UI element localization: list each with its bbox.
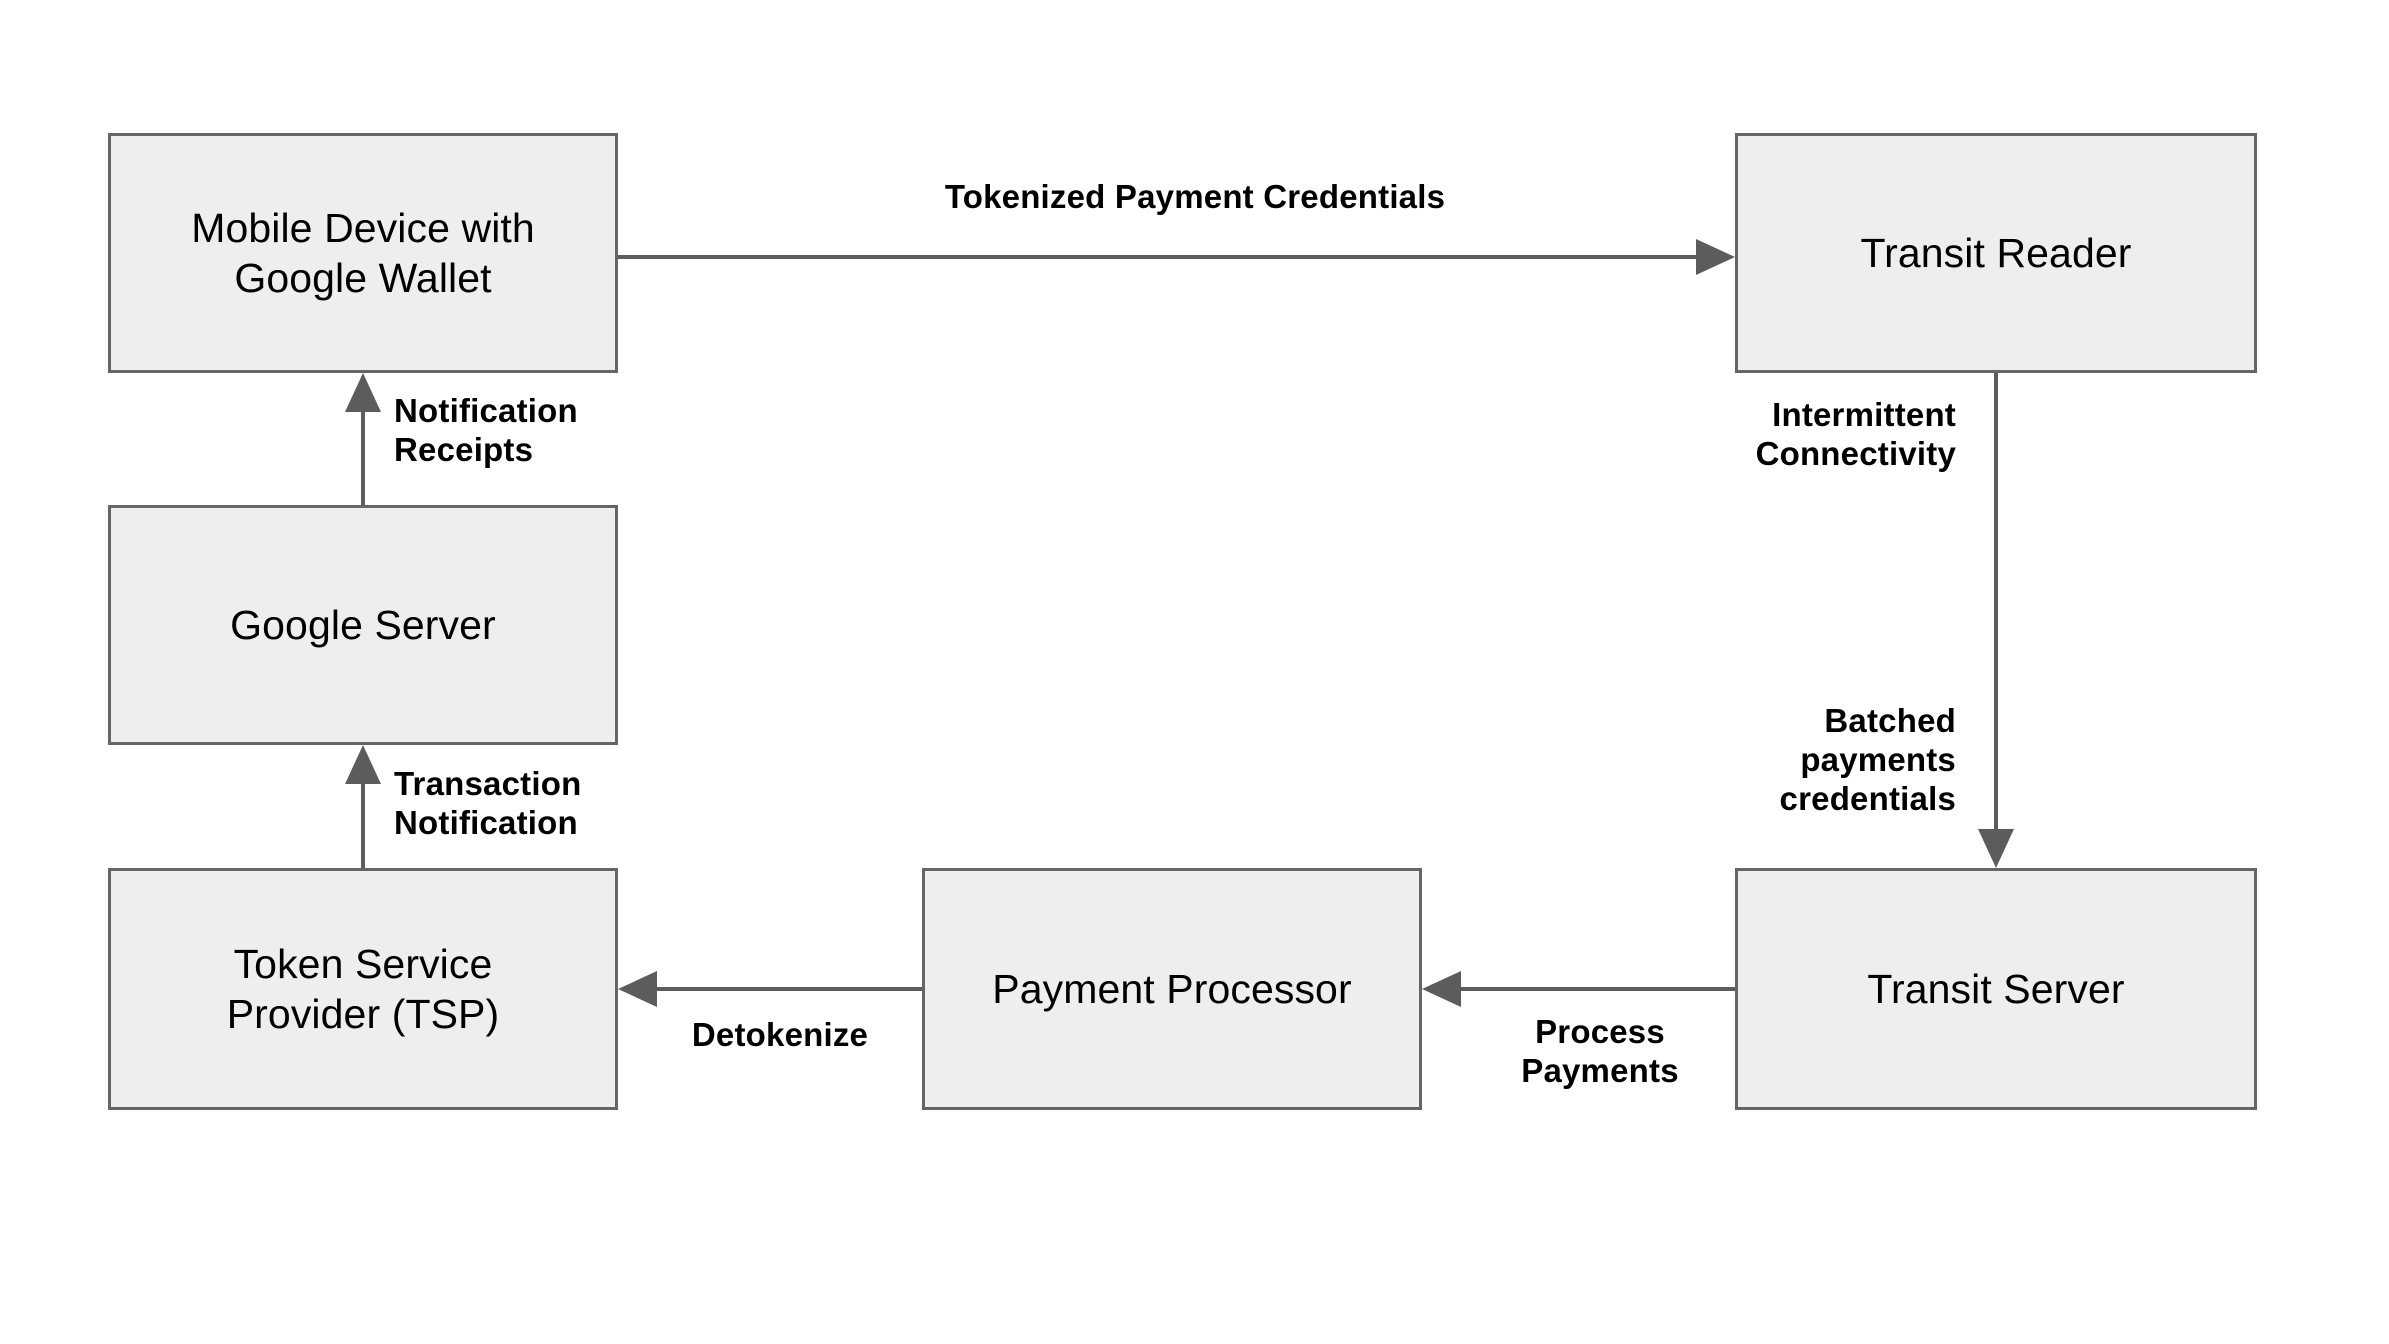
edge-label-intermittent-connectivity: Intermittent Connectivity: [1755, 396, 1956, 472]
edge-detokenize: [618, 971, 922, 1007]
edge-label-transaction-notification: Transaction Notification: [394, 765, 582, 841]
edge-label-notification-receipts: Notification Receipts: [394, 392, 578, 468]
node-transit-reader[interactable]: Transit Reader: [1735, 133, 2257, 373]
edge-notification-receipts: [345, 373, 381, 505]
edge-label-tokenized-payment-credentials: Tokenized Payment Credentials: [944, 178, 1446, 215]
edge-label-process-payments: Process Payments: [1521, 1013, 1679, 1089]
node-transit-reader-label: Transit Reader: [1860, 229, 2132, 276]
node-transit-server-label: Transit Server: [1867, 965, 2125, 1012]
edge-label-batched-payments-credentials: Batched payments credentials: [1779, 702, 1956, 817]
node-token-service-provider[interactable]: Token Service Provider (TSP): [108, 868, 618, 1110]
edge-process-payments: [1422, 971, 1735, 1007]
edge-tokenized-payment-credentials: [618, 239, 1735, 275]
node-mobile-device[interactable]: Mobile Device with Google Wallet: [108, 133, 618, 373]
node-transit-server[interactable]: Transit Server: [1735, 868, 2257, 1110]
node-token-service-provider-label: Token Service Provider (TSP): [226, 940, 500, 1037]
node-payment-processor[interactable]: Payment Processor: [922, 868, 1422, 1110]
node-google-server[interactable]: Google Server: [108, 505, 618, 745]
edge-label-detokenize: Detokenize: [691, 1016, 869, 1053]
edge-transit-reader-to-transit-server: [1978, 373, 2014, 868]
node-payment-processor-label: Payment Processor: [992, 965, 1352, 1012]
node-google-server-label: Google Server: [230, 601, 496, 648]
node-mobile-device-label: Mobile Device with Google Wallet: [191, 204, 535, 301]
edge-transaction-notification: [345, 745, 381, 868]
